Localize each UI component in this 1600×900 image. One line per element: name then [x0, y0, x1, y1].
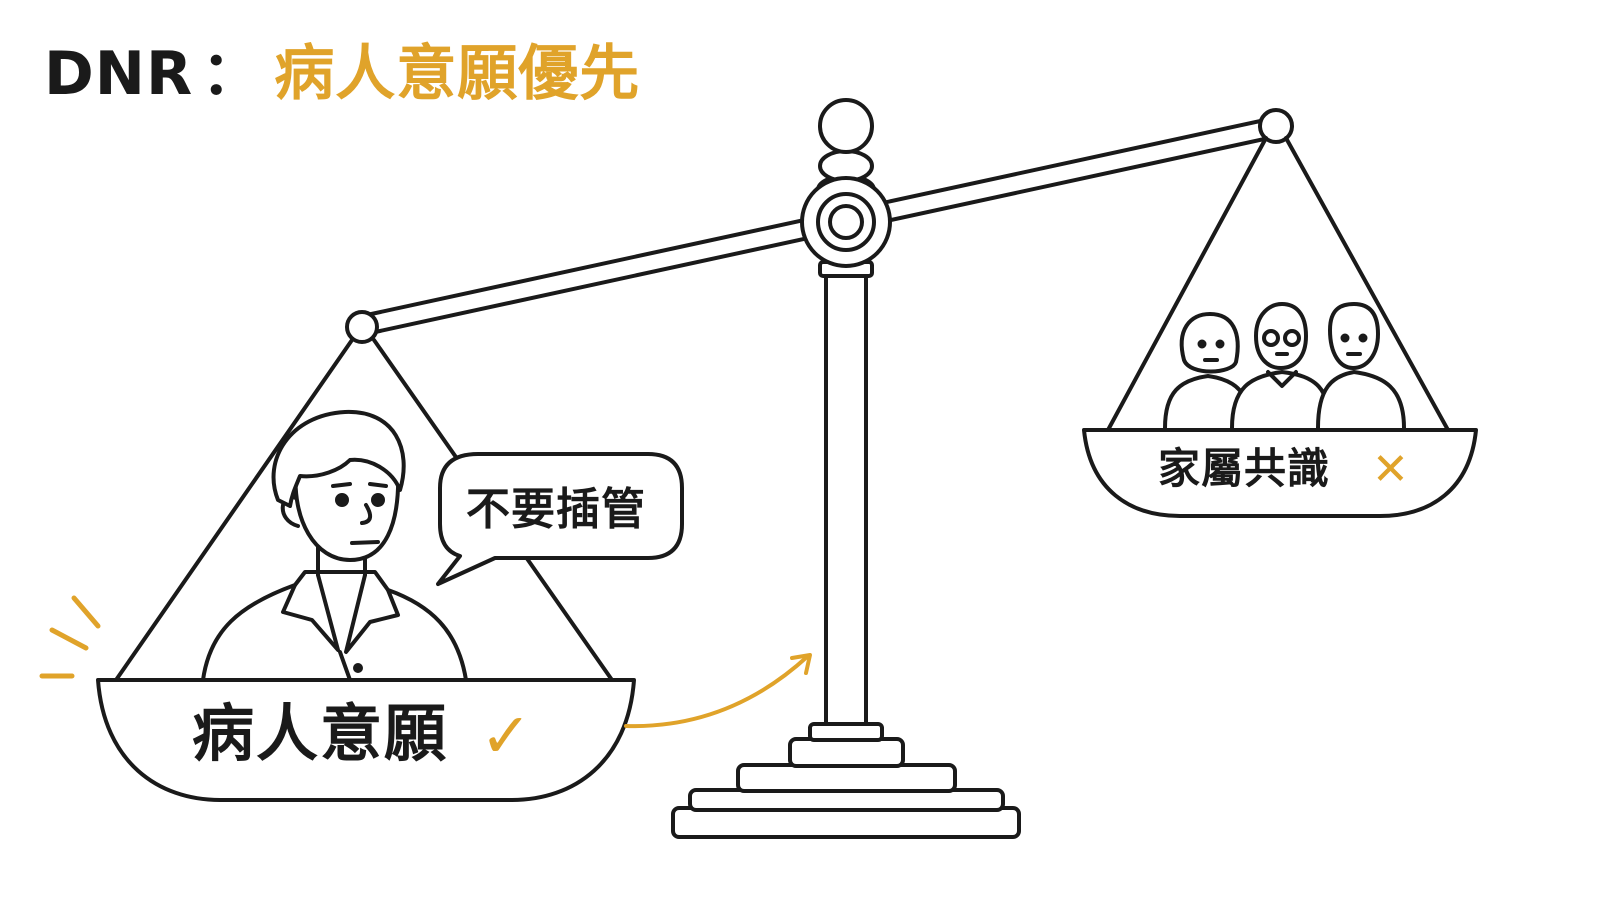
scale-base — [671, 722, 1021, 839]
cross-icon: ✕ — [1372, 444, 1409, 495]
family-group-icon — [1163, 302, 1406, 430]
right-pivot — [1258, 108, 1294, 144]
scale-pillar — [818, 260, 874, 726]
title-separator: ： — [201, 39, 263, 109]
title-main: 病人意願優先 — [274, 39, 641, 109]
patient-icon — [201, 409, 468, 682]
scale-hub — [800, 98, 892, 268]
page-title: DNR：病人意願優先 — [44, 34, 640, 114]
title-prefix: DNR — [44, 39, 194, 109]
right-pan-strings — [1106, 136, 1450, 432]
arrow-icon — [624, 653, 812, 729]
left-pan — [96, 678, 636, 802]
right-pan — [1082, 428, 1478, 518]
emphasis-lines — [39, 595, 101, 679]
speech-bubble-icon — [436, 452, 684, 586]
speech-bubble-text: 不要插管 — [466, 484, 646, 535]
right-pan-label: 家屬共識 — [1158, 444, 1331, 493]
left-pivot — [345, 310, 379, 344]
check-icon: ✓ — [480, 699, 532, 772]
left-pan-label: 病人意願 — [192, 697, 449, 770]
